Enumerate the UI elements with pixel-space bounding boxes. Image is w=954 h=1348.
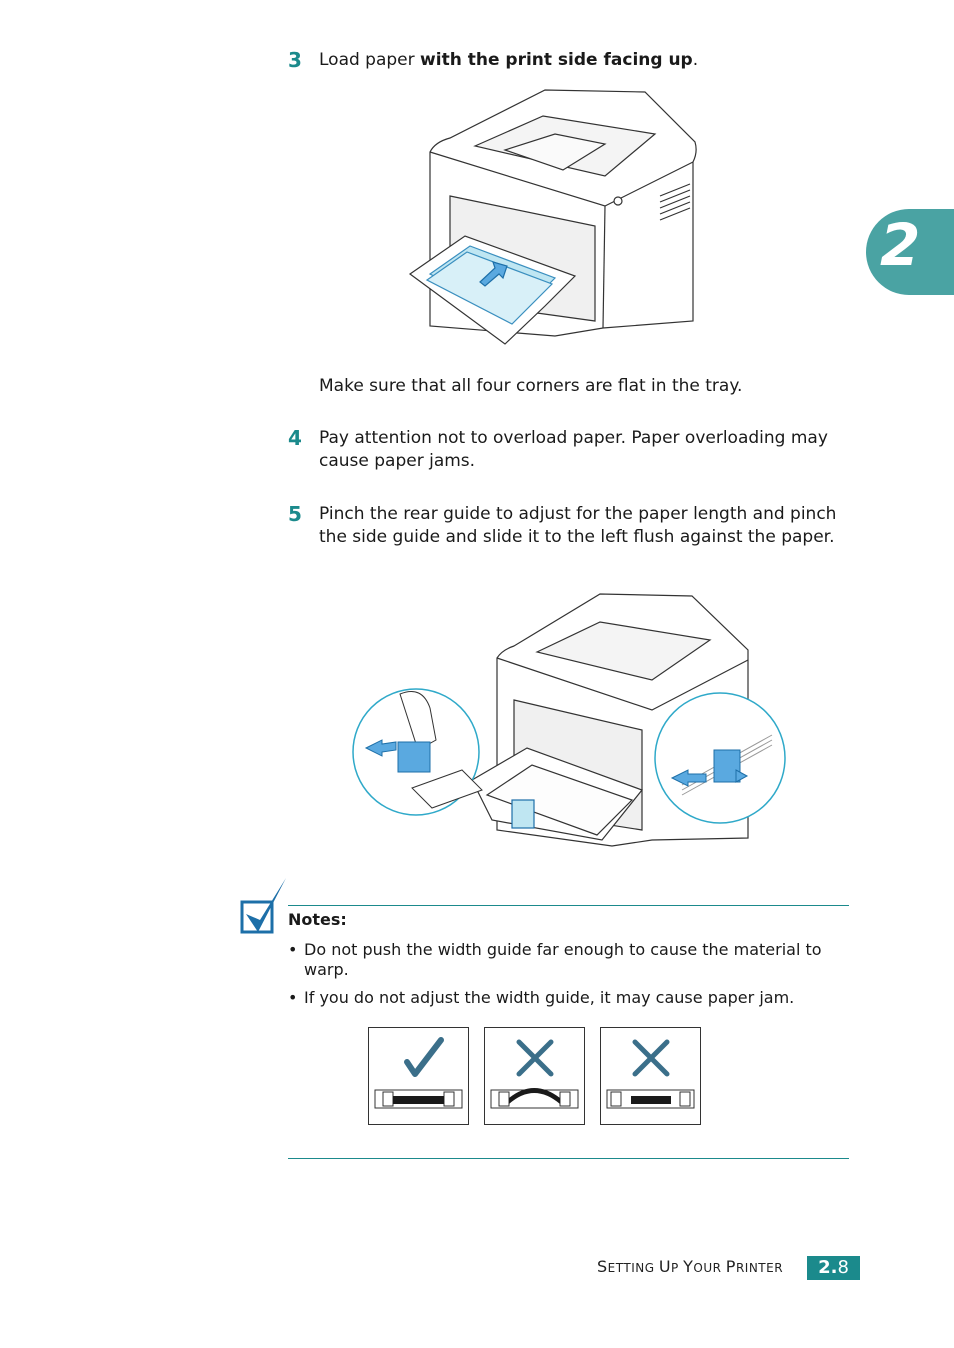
step-3-number: 3: [288, 48, 302, 72]
step-3-text: Load paper with the print side facing up…: [319, 49, 854, 72]
step-3-bold: with the print side facing up: [420, 50, 693, 70]
note-text: If you do not adjust the width guide, it…: [304, 988, 795, 1007]
notes-title: Notes:: [288, 910, 347, 929]
checkmark-icon: [374, 1037, 463, 1109]
footer-section-title: SETTING UP YOUR PRINTER: [597, 1257, 784, 1276]
cross-icon: [490, 1039, 579, 1109]
warped-guide-panel: [484, 1027, 585, 1125]
correct-guide-panel: [368, 1027, 469, 1125]
cross-icon: [606, 1039, 695, 1109]
step-3-suffix: .: [692, 50, 699, 70]
note-text: Do not push the width guide far enough t…: [304, 940, 822, 979]
page-number: 2.8: [807, 1256, 860, 1280]
notes-check-icon: [240, 878, 286, 934]
printer-adjust-guides-illustration: [352, 593, 786, 847]
loose-guide-panel: [600, 1027, 701, 1125]
step-3-prefix: Load paper: [319, 50, 421, 70]
note-bullet: •: [288, 988, 298, 1007]
note-bullet: •: [288, 940, 298, 959]
step-4-text: Pay attention not to overload paper. Pap…: [319, 428, 828, 471]
chapter-tab: 2: [866, 209, 954, 295]
chapter-number: 2: [880, 211, 921, 279]
notes-top-rule: [288, 905, 849, 906]
step-3-followup: Make sure that all four corners are flat…: [319, 376, 743, 396]
step-5-text: Pinch the rear guide to adjust for the p…: [319, 504, 837, 547]
notes-bottom-rule: [288, 1158, 849, 1159]
step-4-number: 4: [288, 426, 302, 450]
printer-load-paper-illustration: [408, 89, 697, 345]
step-5-number: 5: [288, 502, 302, 526]
